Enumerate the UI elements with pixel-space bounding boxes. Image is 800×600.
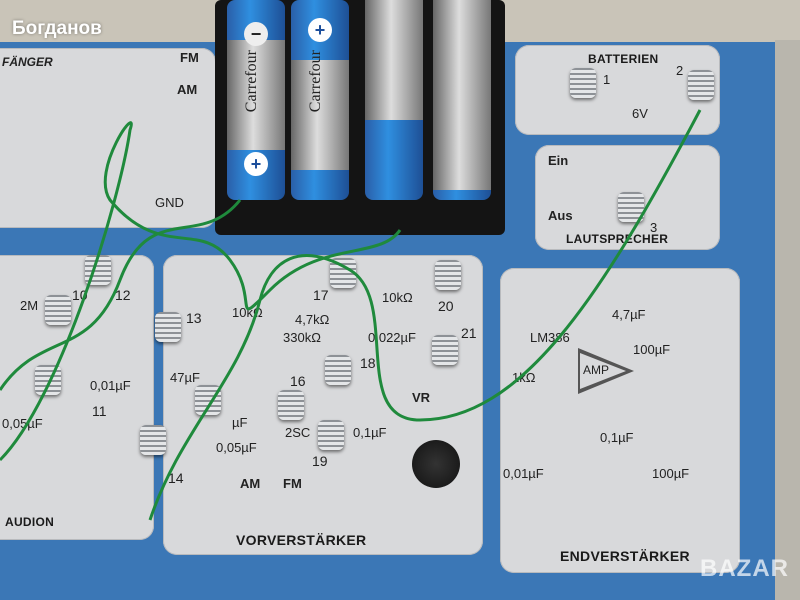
terminal-spring-13[interactable] — [155, 312, 181, 342]
battery: Carrefour+ — [291, 0, 349, 200]
capacitor-005b: 0,05µF — [216, 440, 257, 455]
capacitor-uf: µF — [232, 415, 248, 430]
resistor-330k: 330kΩ — [283, 330, 321, 345]
resistor-1k: 1kΩ — [512, 370, 536, 385]
resistor-10k-b: 10kΩ — [382, 290, 413, 305]
batterien-title: BATTERIEN — [588, 52, 659, 66]
terminal-14: 14 — [168, 470, 184, 486]
terminal-12: 12 — [115, 287, 131, 303]
vorverstaerker-title: VORVERSTÄRKER — [236, 532, 367, 548]
terminal-2: 2 — [676, 63, 684, 78]
voltage-label: 6V — [632, 106, 648, 121]
terminal-21: 21 — [461, 325, 477, 341]
terminal-spring-15[interactable] — [195, 385, 221, 415]
terminal-18: 18 — [360, 355, 376, 371]
potentiometer-knob[interactable] — [412, 440, 460, 488]
battery-holder: Carrefour−+ Carrefour+ — [215, 0, 505, 235]
terminal-19: 19 — [312, 453, 328, 469]
am-switch-label: AM — [240, 476, 261, 491]
fm-switch-label: FM — [283, 476, 302, 491]
terminal-spring-16[interactable] — [278, 390, 304, 420]
terminal-spring-19[interactable] — [318, 420, 344, 450]
vr-label: VR — [412, 390, 431, 405]
battery — [433, 0, 491, 200]
gnd-label: GND — [155, 195, 184, 210]
terminal-spring-2[interactable] — [688, 70, 714, 100]
fm-label: FM — [180, 50, 199, 65]
capacitor-4-7: 4,7µF — [612, 307, 646, 322]
am-label: AM — [177, 82, 198, 97]
terminal-spring-20[interactable] — [435, 260, 461, 290]
battery — [365, 0, 423, 200]
terminal-spring-12[interactable] — [85, 255, 111, 285]
capacitor-001: 0,01µF — [90, 378, 131, 393]
aus-label: Aus — [548, 208, 573, 223]
newspaper-background — [775, 40, 800, 600]
terminal-20: 20 — [438, 298, 454, 314]
battery: Carrefour−+ — [227, 0, 285, 200]
amp-label: AMP — [583, 363, 610, 377]
resistor-2m: 2M — [20, 298, 39, 313]
empfaenger-title: FÄNGER — [2, 55, 53, 69]
capacitor-100b: 100µF — [652, 466, 690, 481]
bazar-watermark: BAZAR — [700, 555, 789, 582]
terminal-11: 11 — [92, 403, 107, 419]
terminal-spring-3[interactable] — [618, 192, 644, 222]
ein-label: Ein — [548, 153, 569, 168]
terminal-spring-18[interactable] — [325, 355, 351, 385]
capacitor-01: 0,1µF — [353, 425, 387, 440]
terminal-spring-1[interactable] — [570, 68, 596, 98]
capacitor-100a: 100µF — [633, 342, 671, 357]
capacitor-001b: 0,01µF — [503, 466, 544, 481]
capacitor-005: 0,05µF — [2, 416, 43, 431]
terminal-spring-17[interactable] — [330, 258, 356, 288]
terminal-spring-11[interactable] — [35, 365, 61, 395]
terminal-16: 16 — [290, 373, 306, 389]
capacitor-0022: 0,022µF — [368, 330, 416, 345]
lautsprecher-title: LAUTSPRECHER — [566, 232, 669, 246]
capacitor-01b: 0,1µF — [600, 430, 634, 445]
capacitor-47: 47µF — [170, 370, 200, 385]
watermark-text: Богданов — [12, 18, 102, 39]
resistor-4-7k: 4,7kΩ — [295, 312, 330, 327]
terminal-10: 10 — [72, 287, 88, 303]
terminal-13: 13 — [186, 310, 202, 326]
transistor-2sc: 2SC — [285, 425, 311, 440]
terminal-1: 1 — [603, 72, 611, 87]
terminal-17: 17 — [313, 287, 329, 303]
ic-lm386: LM386 — [530, 330, 570, 345]
terminal-spring-10[interactable] — [45, 295, 71, 325]
audion-title: AUDION — [5, 515, 55, 529]
terminal-spring-14[interactable] — [140, 425, 166, 455]
endverstaerker-title: ENDVERSTÄRKER — [560, 548, 690, 564]
resistor-10k-a: 10kΩ — [232, 305, 263, 320]
terminal-spring-21[interactable] — [432, 335, 458, 365]
